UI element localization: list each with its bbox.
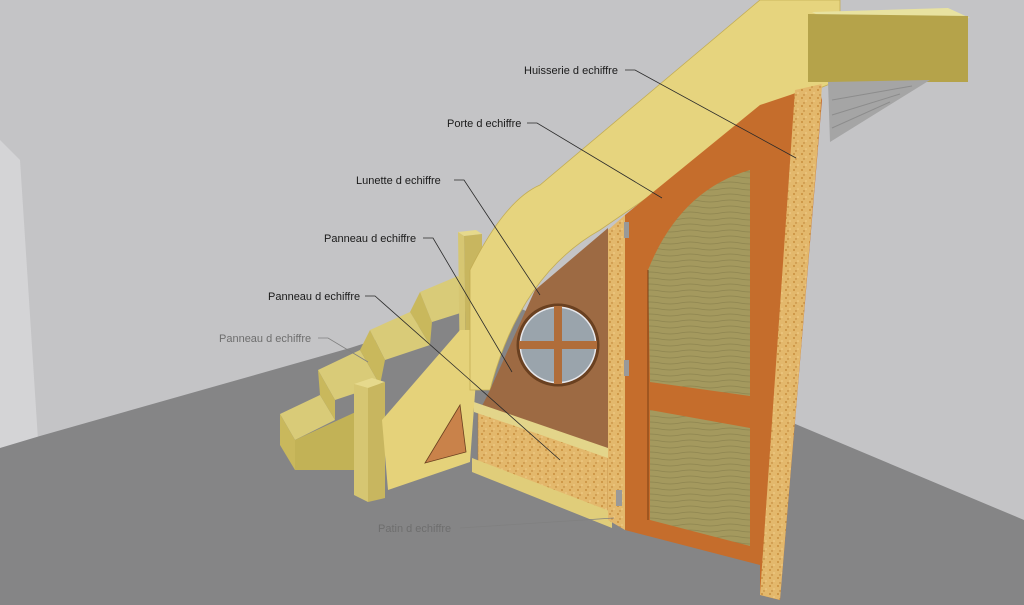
label-porte: Porte d echiffre: [447, 118, 521, 130]
newel-post-front: [354, 378, 385, 502]
porthole: [516, 303, 600, 387]
label-huisserie: Huisserie d echiffre: [524, 65, 618, 77]
right-post-osb: [760, 84, 822, 600]
door: [616, 105, 760, 565]
small-triangular-panel: [424, 403, 467, 464]
leader-panneau-2: [365, 295, 561, 461]
leader-lunette: [454, 179, 541, 296]
label-panneau-3: Panneau d echiffre: [219, 333, 311, 345]
left-jamb: [608, 215, 625, 530]
leader-panneau-3: [318, 337, 369, 363]
label-panneau-2: Panneau d echiffre: [268, 291, 360, 303]
main-stringer: [469, 0, 841, 391]
label-lunette: Lunette d echiffre: [356, 175, 441, 187]
leader-panneau-1: [423, 237, 513, 373]
leader-porte: [527, 122, 663, 199]
left-wall: [0, 140, 38, 455]
leader-huisserie: [625, 69, 797, 159]
label-panneau-1: Panneau d echiffre: [324, 233, 416, 245]
top-beam: [808, 8, 970, 142]
horizontal-rail: [474, 402, 608, 458]
label-patin: Patin d echiffre: [378, 523, 451, 535]
leader-patin: [459, 517, 615, 529]
bottom-sill: [472, 458, 612, 528]
